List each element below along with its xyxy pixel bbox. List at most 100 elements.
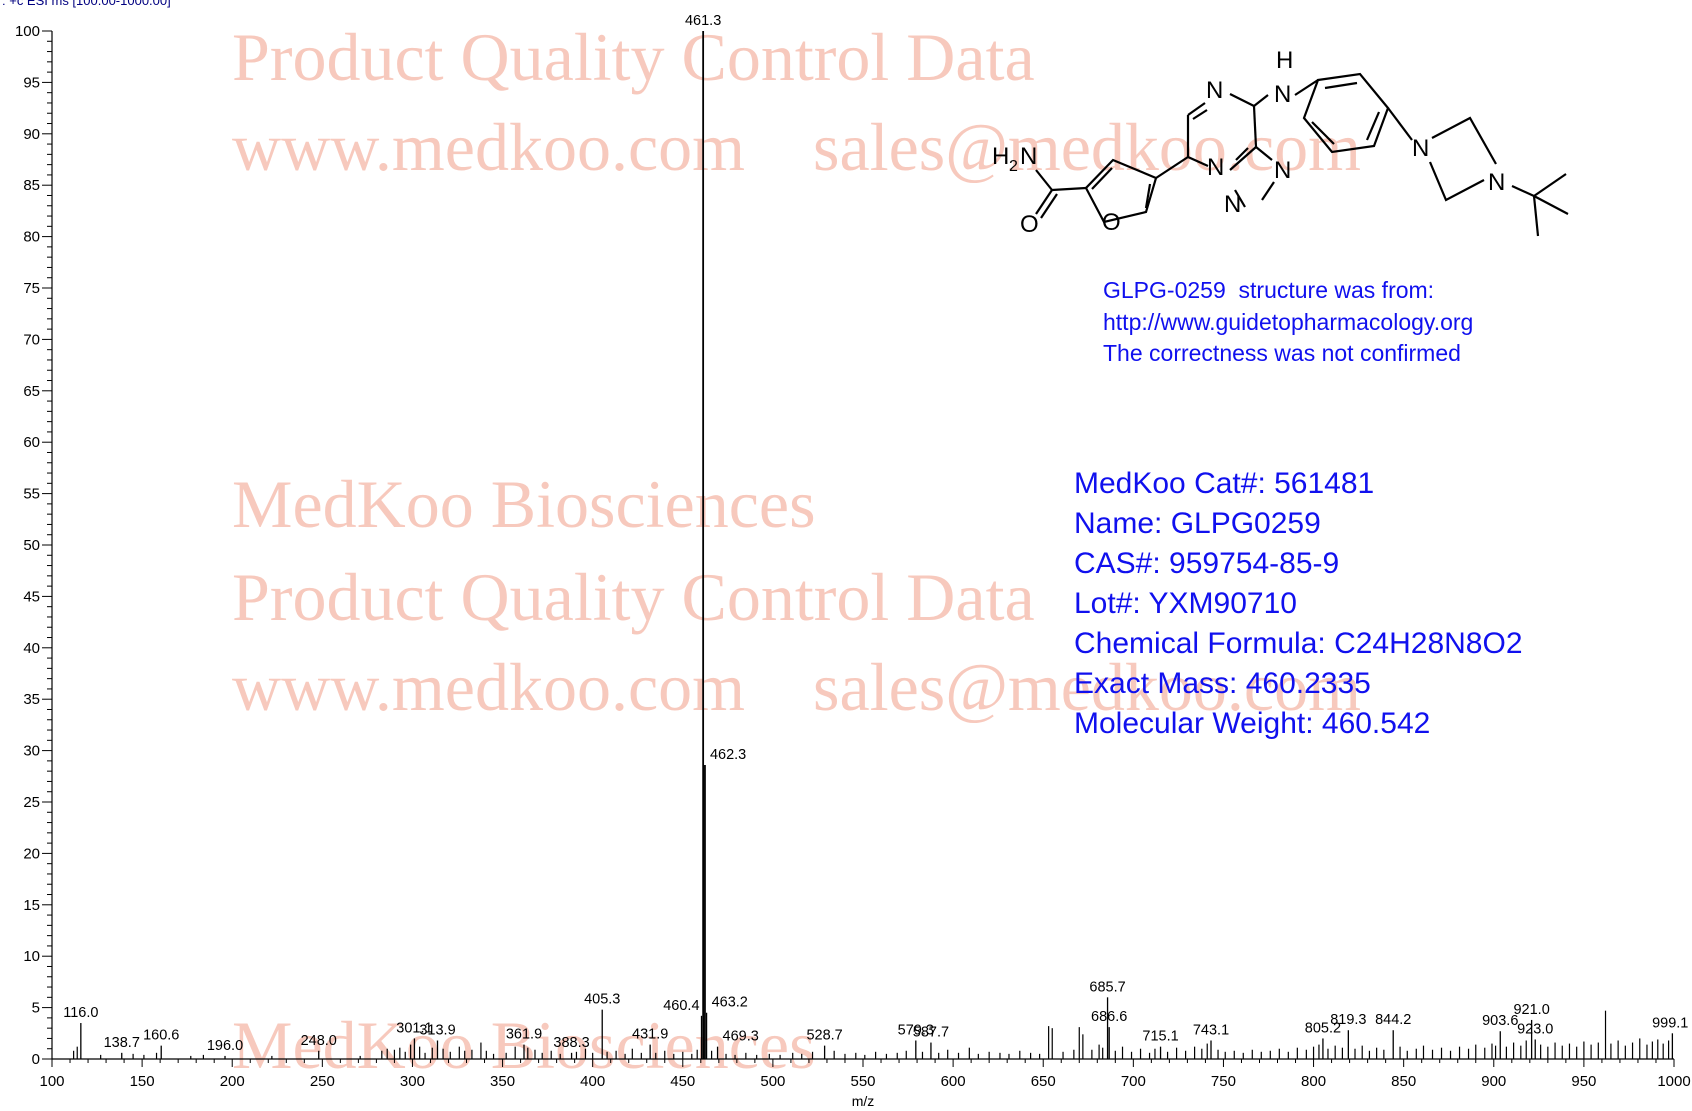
product-info: MedKoo Cat#: 561481 Name: GLPG0259 CAS#:… — [1074, 467, 1523, 740]
peak-label: 686.6 — [1091, 1009, 1127, 1025]
structure-note-line-1: GLPG-0259 structure was from: — [1103, 277, 1434, 303]
peak-label: 431.9 — [632, 1027, 668, 1043]
bond — [1091, 167, 1113, 190]
bond — [1252, 105, 1258, 148]
y-tick-label: 80 — [23, 229, 40, 246]
x-axis-title: m/z — [852, 1093, 875, 1109]
y-tick-label: 5 — [32, 1000, 40, 1017]
y-tick-label: 100 — [15, 23, 40, 40]
peak-label: 461.3 — [685, 13, 721, 29]
atom-n: N — [1274, 81, 1291, 108]
peak-label: 528.7 — [806, 1028, 842, 1044]
x-tick-label: 1000 — [1657, 1073, 1690, 1090]
peak-label: 248.0 — [301, 1033, 337, 1049]
peak-label: 715.1 — [1142, 1029, 1178, 1045]
peak-label: 903.6 — [1482, 1013, 1518, 1029]
product-info-line-2: Name: GLPG0259 — [1074, 507, 1321, 540]
bond — [1035, 169, 1053, 191]
y-tick-label: 45 — [23, 588, 40, 605]
atom-n: N — [1224, 191, 1241, 218]
peak-label: 587.7 — [913, 1025, 949, 1041]
x-tick-label: 750 — [1211, 1073, 1236, 1090]
x-tick-label: 150 — [130, 1073, 155, 1090]
peak-label: 388.3 — [553, 1035, 589, 1051]
y-tick-label: 60 — [23, 434, 40, 451]
molecule-structure — [1035, 72, 1569, 237]
y-tick-label: 30 — [23, 743, 40, 760]
peak-label: 405.3 — [584, 992, 620, 1008]
bond — [1324, 81, 1358, 90]
y-tick-label: 95 — [23, 74, 40, 91]
peak-label: 844.2 — [1375, 1012, 1411, 1028]
peak-label: 160.6 — [143, 1028, 179, 1044]
bond — [1235, 147, 1249, 161]
x-tick-label: 300 — [400, 1073, 425, 1090]
bond — [1428, 161, 1485, 202]
product-info-line-3: CAS#: 959754-85-9 — [1074, 547, 1339, 580]
y-tick-label: 55 — [23, 486, 40, 503]
y-tick-label: 85 — [23, 177, 40, 194]
peak-label: 462.3 — [710, 747, 746, 763]
spectrum-peaks — [73, 31, 1674, 1059]
amine-n: N — [1020, 143, 1037, 170]
bond — [1051, 186, 1087, 192]
bond — [1187, 102, 1206, 116]
y-tick-label: 90 — [23, 126, 40, 143]
bond — [1387, 107, 1413, 141]
bond — [1229, 93, 1255, 107]
x-tick-label: 200 — [220, 1073, 245, 1090]
peak-label: 361.9 — [506, 1027, 542, 1043]
furan-ring — [1084, 158, 1158, 224]
watermark-line-4: Product Quality Control Data — [232, 559, 1035, 635]
peak-label: 460.4 — [663, 998, 699, 1014]
amine-subscript: 2 — [1009, 158, 1018, 175]
atom-n: N — [1206, 77, 1223, 104]
phenyl-ring — [1302, 72, 1390, 154]
watermark: Product Quality Control Data www.medkoo.… — [232, 19, 1361, 1083]
x-tick-label: 100 — [39, 1073, 64, 1090]
watermark-line-5: www.medkoo.com sales@medkoo.com — [232, 649, 1361, 725]
peak-label: 685.7 — [1089, 979, 1125, 995]
bond — [1234, 189, 1246, 208]
bond — [1533, 173, 1567, 197]
structure-note-line-3: The correctness was not confirmed — [1103, 340, 1461, 366]
peak-label: 579.3 — [898, 1022, 934, 1038]
x-tick-label: 400 — [580, 1073, 605, 1090]
y-tick-label: 15 — [23, 897, 40, 914]
y-tick-label: 25 — [23, 794, 40, 811]
bond — [1431, 116, 1497, 165]
bond — [1192, 109, 1208, 120]
bond — [1035, 189, 1053, 215]
product-info-line-1: MedKoo Cat#: 561481 — [1074, 467, 1374, 500]
watermark-line-1: Product Quality Control Data — [232, 19, 1035, 95]
bond — [1155, 156, 1189, 179]
y-tick-label: 20 — [23, 845, 40, 862]
peak-label: 805.2 — [1305, 1020, 1341, 1036]
peak-label: 138.7 — [104, 1035, 140, 1051]
scan-filter-header: : +c ESI ms [100.00-1000.00] — [2, 0, 171, 8]
x-tick-label: 600 — [941, 1073, 966, 1090]
product-info-line-4: Lot#: YXM90710 — [1074, 587, 1297, 620]
peak-label: 301.1 — [396, 1020, 432, 1036]
x-tick-label: 900 — [1481, 1073, 1506, 1090]
x-tick-label: 350 — [490, 1073, 515, 1090]
structure-note-line-2: http://www.guidetopharmacology.org — [1103, 309, 1473, 335]
atom-n: N — [1207, 154, 1224, 181]
y-tick-label: 0 — [32, 1051, 40, 1068]
product-info-line-6: Exact Mass: 460.2335 — [1074, 667, 1371, 700]
atom-n: N — [1412, 135, 1429, 162]
atom-o: O — [1102, 209, 1121, 236]
y-tick-label: 10 — [23, 948, 40, 965]
peak-label: 463.2 — [712, 995, 748, 1011]
x-tick-label: 850 — [1391, 1073, 1416, 1090]
bond — [1311, 121, 1335, 145]
peak-label: 999.1 — [1652, 1015, 1688, 1031]
y-axis-ticks: 0510152025303540455055606570758085909510… — [15, 23, 52, 1068]
bond — [1253, 94, 1269, 107]
bond — [1187, 155, 1209, 168]
peak-label: 819.3 — [1330, 1012, 1366, 1028]
y-tick-label: 75 — [23, 280, 40, 297]
peak-label: 921.0 — [1513, 1002, 1549, 1018]
